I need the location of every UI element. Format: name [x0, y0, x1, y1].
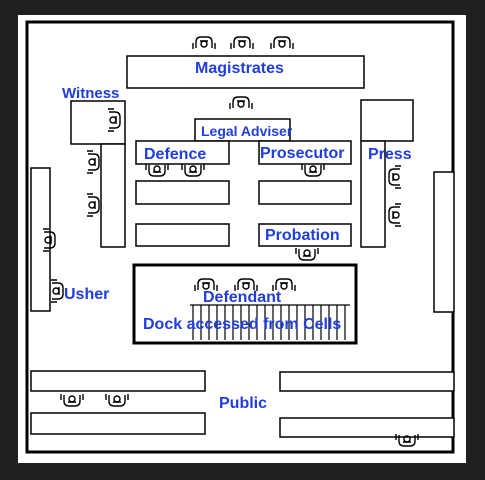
chair-icon	[230, 36, 254, 49]
press-bench	[360, 140, 386, 248]
label-defendant: Defendant	[203, 289, 282, 306]
public-bench-right-1	[279, 371, 455, 392]
chair-icon	[51, 279, 64, 303]
label-defence: Defence	[144, 146, 207, 163]
magistrates-bench	[126, 55, 365, 89]
chair-icon	[87, 193, 100, 217]
label-press: Press	[368, 146, 412, 163]
probation-desk	[258, 223, 352, 247]
chair-icon	[87, 150, 100, 174]
label-magistrates: Magistrates	[195, 60, 284, 77]
legal-adviser-desk	[194, 118, 291, 142]
chair-icon	[192, 36, 216, 49]
witness-side-bench	[100, 143, 126, 248]
right-wall-bench	[433, 171, 455, 313]
chair-icon	[108, 108, 121, 132]
label-usher: Usher	[64, 286, 110, 303]
bench-row-left-1	[135, 180, 230, 205]
chair-icon	[388, 203, 401, 227]
chair-icon	[145, 164, 169, 177]
usher-bench	[30, 167, 51, 312]
label-legal-adviser: Legal Adviser	[201, 123, 293, 139]
public-bench-left-1	[30, 370, 206, 392]
label-probation: Probation	[265, 227, 340, 244]
chair-icon	[272, 278, 296, 291]
chair-icon	[60, 394, 84, 407]
dock	[132, 263, 358, 345]
chair-icon	[301, 164, 325, 177]
prosecutor-desk	[258, 140, 352, 165]
witness-box	[70, 100, 126, 145]
chair-icon	[181, 164, 205, 177]
label-witness: Witness	[62, 85, 120, 102]
chair-icon	[234, 278, 258, 291]
chair-icon	[388, 165, 401, 189]
press-box	[360, 99, 414, 142]
bench-row-right-1	[258, 180, 352, 205]
chair-icon	[295, 248, 319, 261]
bench-row-left-2	[135, 223, 230, 247]
chair-icon	[105, 394, 129, 407]
label-prosecutor: Prosecutor	[260, 145, 345, 162]
chair-icon	[395, 434, 419, 447]
public-bench-right-2	[279, 417, 455, 438]
label-dock: Dock accessed from Cells	[143, 316, 342, 333]
public-bench-left-2	[30, 412, 206, 435]
chair-icon	[43, 228, 56, 252]
chair-icon	[270, 36, 294, 49]
chair-icon	[229, 96, 253, 109]
label-public: Public	[219, 395, 268, 412]
chair-icon	[194, 278, 218, 291]
